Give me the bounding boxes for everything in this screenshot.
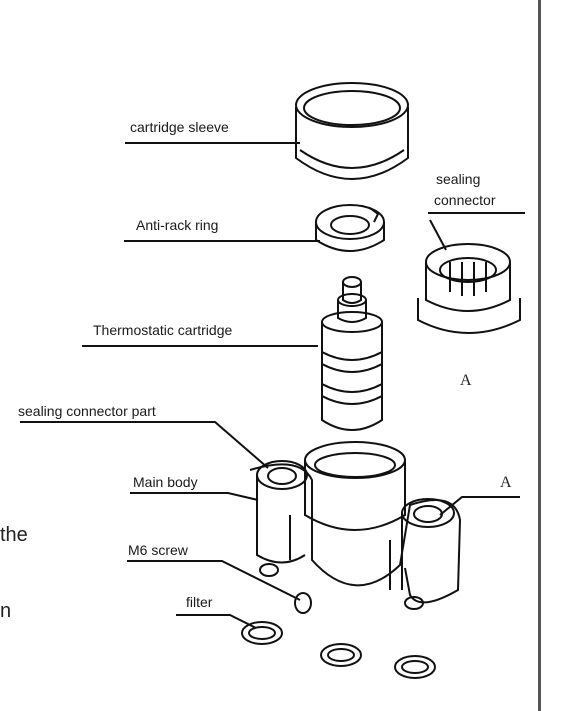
leader-line-a-right <box>439 496 520 516</box>
m6-screw-drawing <box>294 592 312 614</box>
page-divider <box>538 0 541 711</box>
filters-drawing <box>241 621 436 679</box>
label-sealing-connector-line1: sealing <box>436 171 481 187</box>
leader-line-sealing-part <box>20 421 269 469</box>
leader-line-m6 <box>127 560 301 601</box>
thermostatic-cartridge-drawing <box>321 276 383 431</box>
cartridge-sleeve-drawing <box>295 82 409 180</box>
label-main-body: Main body <box>133 474 198 490</box>
main-body-drawing <box>249 441 462 610</box>
label-sealing-connector-part: sealing connector part <box>18 403 156 419</box>
leader-line-sealing-connector-b <box>429 219 447 251</box>
sealing-connector-drawing <box>417 243 521 334</box>
label-cartridge-sleeve: cartridge sleeve <box>130 119 229 135</box>
label-thermostatic-cartridge: Thermostatic cartridge <box>93 322 233 338</box>
leader-line-main-body <box>130 492 259 501</box>
label-filter: filter <box>186 594 213 610</box>
label-sealing-connector-line2: connector <box>434 192 496 208</box>
label-anti-rack-ring: Anti-rack ring <box>136 217 219 233</box>
label-m6-screw: M6 screw <box>128 542 188 558</box>
anti-rack-ring-drawing <box>315 204 385 252</box>
detail-marker-a-connector: A <box>460 372 472 389</box>
leader-line-filter <box>176 614 257 629</box>
detail-marker-a-body: A <box>500 474 512 491</box>
clipped-text-the: the <box>0 524 28 546</box>
clipped-text-n: n <box>0 600 12 622</box>
